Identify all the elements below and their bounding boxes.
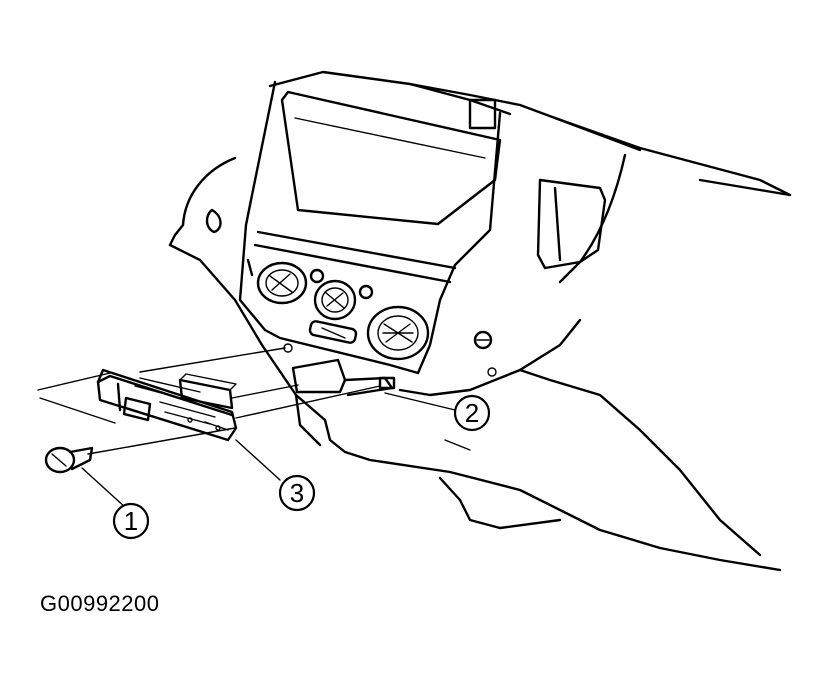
figure-id: G00992200 — [40, 591, 160, 616]
svg-text:3: 3 — [290, 478, 304, 508]
callout-3: 3 — [278, 474, 316, 512]
lower-console — [294, 318, 782, 572]
side-trim — [168, 156, 607, 422]
screw-icon — [44, 446, 94, 474]
callout-1: 1 — [112, 502, 150, 540]
center-console-bezel — [238, 80, 502, 375]
svg-text:2: 2 — [465, 398, 479, 428]
svg-text:1: 1 — [124, 506, 138, 536]
alignment-lines — [37, 347, 381, 455]
callout-leaders — [81, 392, 456, 509]
climate-control-assembly — [96, 368, 238, 442]
callout-2: 2 — [453, 394, 491, 432]
dashboard-outline — [268, 70, 792, 284]
hvac-knobs — [256, 261, 430, 361]
harness-connector — [283, 343, 396, 397]
